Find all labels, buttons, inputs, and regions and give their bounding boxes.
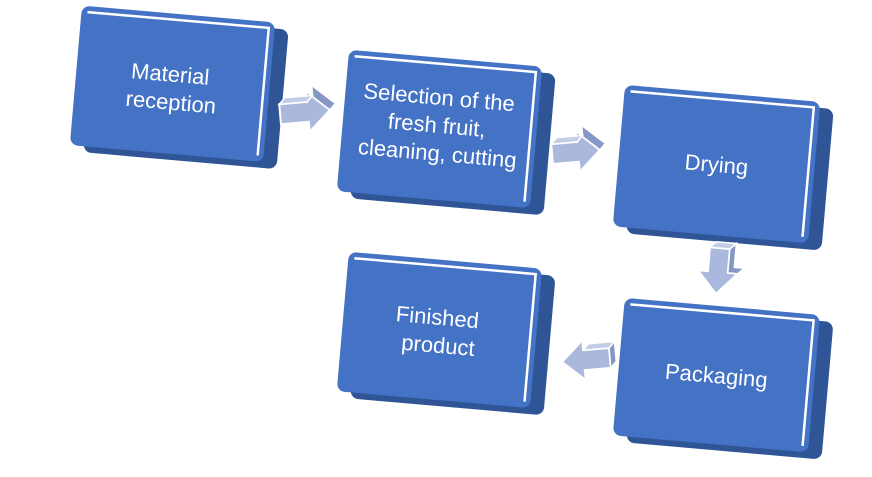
step-label: Drying bbox=[684, 149, 750, 179]
box-highlight-edge bbox=[87, 10, 271, 156]
step-box-finished-product: Finished product bbox=[337, 252, 555, 415]
arrow-left-icon bbox=[560, 337, 618, 383]
box-highlight-edge bbox=[354, 256, 538, 402]
box-front bbox=[70, 6, 275, 162]
box-front bbox=[337, 50, 542, 208]
step-box-drying: Drying bbox=[613, 85, 834, 250]
box-highlight-edge bbox=[630, 90, 816, 237]
arrow-down-icon bbox=[695, 240, 747, 296]
box-highlight-edge bbox=[354, 55, 538, 202]
box-highlight-edge bbox=[630, 303, 815, 446]
step-box-material-reception: Material reception bbox=[70, 6, 289, 169]
box-front bbox=[337, 252, 542, 408]
box-front bbox=[613, 298, 820, 452]
step-box-selection-cleaning-cutting: Selection of the fresh fruit, cleaning, … bbox=[337, 50, 556, 215]
box-front bbox=[613, 85, 820, 243]
step-box-packaging: Packaging bbox=[613, 298, 833, 459]
arrow-right-icon bbox=[549, 123, 607, 175]
arrow-right-icon bbox=[277, 83, 337, 135]
